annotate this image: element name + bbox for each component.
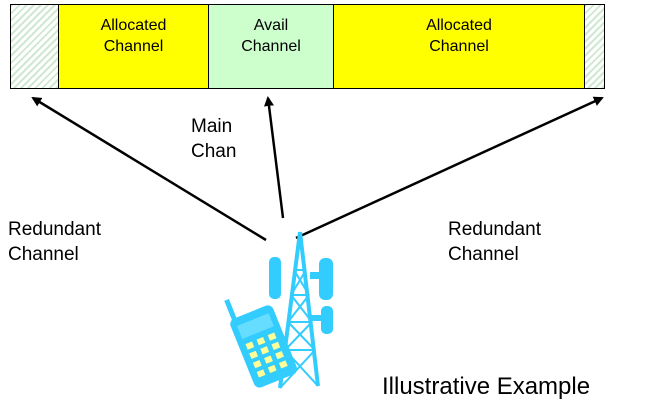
arrow-right <box>295 96 604 240</box>
allocated-channel-left: Allocated Channel <box>59 5 209 88</box>
allocated-left-label: Allocated Channel <box>100 17 167 55</box>
avail-channel-label: Avail Channel <box>241 17 301 55</box>
arrow-left <box>31 96 267 242</box>
redundant-left-segment <box>11 5 59 88</box>
main-channel-label: Main Chan <box>191 116 237 162</box>
avail-channel: Avail Channel <box>209 5 334 88</box>
redundant-channel-label-left: Redundant Channel <box>8 219 101 265</box>
allocated-channel-right: Allocated Channel <box>334 5 585 88</box>
arrow-main <box>264 96 285 219</box>
spectrum-band: Allocated Channel Avail Channel Allocate… <box>10 4 605 89</box>
allocated-right-label: Allocated Channel <box>426 17 492 55</box>
illustrative-example-caption: Illustrative Example <box>382 373 591 400</box>
redundant-right-segment <box>585 5 604 88</box>
redundant-channel-label-right: Redundant Channel <box>448 219 541 265</box>
mobile-phone-icon <box>224 299 298 388</box>
